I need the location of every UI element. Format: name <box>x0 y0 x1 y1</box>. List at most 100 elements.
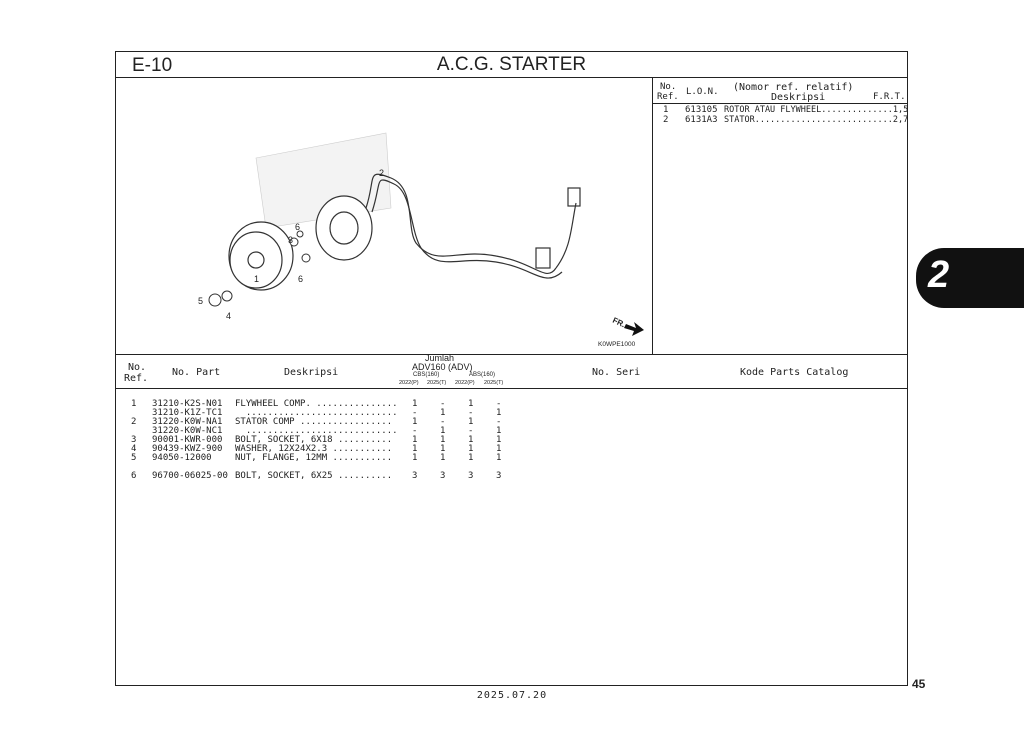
fasteners <box>208 230 311 307</box>
divider <box>652 77 653 354</box>
callout-6: 6 <box>295 222 300 232</box>
lon: 613105 <box>685 105 718 115</box>
ref-row: 1 613105 ROTOR ATAU FLYWHEEL............… <box>653 105 909 115</box>
wire-harness <box>365 173 581 279</box>
callout-2: 2 <box>379 168 384 178</box>
description: NUT, FLANGE, 12MM ........... <box>235 453 393 463</box>
col-frt: F.R.T. <box>873 92 906 102</box>
part-no: 31220-K0W-NA1 <box>152 417 223 427</box>
part-no: 31210-K2S-N01 <box>152 399 223 409</box>
quantity: 3 <box>496 471 502 481</box>
quantity: 1 <box>496 444 502 454</box>
col-ref: Ref. <box>657 92 679 102</box>
quantity: 1 <box>440 426 446 436</box>
quantity: - <box>468 408 474 418</box>
flywheel <box>228 221 294 291</box>
page-frame: E-10 A.C.G. STARTER No. Ref. L.O.N. (Nom… <box>115 51 908 686</box>
quantity: 1 <box>440 435 446 445</box>
quantity: - <box>496 417 502 427</box>
year: 2025(T) <box>427 380 447 386</box>
quantity: - <box>440 399 446 409</box>
col-desc: Deskripsi <box>284 367 339 378</box>
desc: ROTOR ATAU FLYWHEEL..............1,5 <box>724 105 909 115</box>
ref-no: 4 <box>131 444 137 454</box>
quantity: 1 <box>496 426 502 436</box>
quantity: 1 <box>412 435 418 445</box>
quantity: 1 <box>468 399 474 409</box>
ref-no: 6 <box>131 471 137 481</box>
ref-row: 2 6131A3 STATOR.........................… <box>653 115 909 125</box>
divider <box>653 103 907 104</box>
drawing-code: K0WPE1000 <box>598 341 636 348</box>
quantity: 1 <box>468 417 474 427</box>
callout-3: 3 <box>288 235 293 245</box>
ref-no: 5 <box>131 453 137 463</box>
col-ref: Ref. <box>124 373 149 384</box>
description: STATOR COMP ................. <box>235 417 393 427</box>
section-code: E-10 <box>132 55 173 76</box>
quantity: - <box>440 417 446 427</box>
col-catalog: Kode Parts Catalog <box>740 367 849 378</box>
quantity: 1 <box>496 435 502 445</box>
quantity: 1 <box>440 453 446 463</box>
page-number: 45 <box>912 677 926 691</box>
table-row: 6 96700-06025-00 BOLT, SOCKET, 6X25 ......… <box>116 471 516 481</box>
front-arrow-icon <box>624 322 644 336</box>
col-note: (Nomor ref. relatif) <box>733 82 854 93</box>
part-no: 31220-K0W-NC1 <box>152 426 223 436</box>
section-tab: 2 <box>916 248 1024 308</box>
col-lon: L.O.N. <box>686 87 719 97</box>
col-model: ADV160 (ADV) <box>412 362 473 372</box>
col-desc: Deskripsi <box>771 92 826 103</box>
quantity: 1 <box>412 399 418 409</box>
desc: STATOR...........................2,7 <box>724 115 909 125</box>
description: BOLT, SOCKET, 6X18 .......... <box>235 435 393 445</box>
stator <box>315 195 373 261</box>
table-row: 4 90439-KWZ-900 WASHER, 12X24X2.3 ........… <box>116 444 516 454</box>
quantity: 1 <box>468 444 474 454</box>
divider <box>116 354 907 355</box>
ref-panel: No. Ref. L.O.N. (Nomor ref. relatif) Des… <box>653 78 909 354</box>
callout-4: 4 <box>226 311 231 321</box>
part-no: 90439-KWZ-900 <box>152 444 223 454</box>
quantity: 1 <box>412 444 418 454</box>
table-row: 5 94050-12000 NUT, FLANGE, 12MM ..........… <box>116 453 516 463</box>
part-no: 96700-06025-00 <box>152 471 228 481</box>
ref-no: 2 <box>663 115 669 125</box>
quantity: - <box>412 408 418 418</box>
quantity: 1 <box>496 408 502 418</box>
description: ............................ <box>235 426 398 436</box>
part-no: 94050-12000 <box>152 453 212 463</box>
description: BOLT, SOCKET, 6X25 .......... <box>235 471 393 481</box>
variant-cbs: CBS(160) <box>413 372 440 378</box>
page-title: A.C.G. STARTER <box>436 54 587 75</box>
ref-no: 3 <box>131 435 137 445</box>
quantity: - <box>412 426 418 436</box>
quantity: 1 <box>440 444 446 454</box>
quantity: 1 <box>412 417 418 427</box>
year: 2022(P) <box>399 380 419 386</box>
col-serial: No. Seri <box>592 367 641 378</box>
quantity: 1 <box>468 435 474 445</box>
divider <box>116 77 907 78</box>
callout-1: 1 <box>254 274 259 284</box>
exploded-diagram: 1 2 3 4 5 6 6 FR. K0WPE1000 <box>198 132 644 348</box>
year: 2022(P) <box>455 380 475 386</box>
col-qty: Jumlah <box>425 353 455 363</box>
quantity: 3 <box>412 471 418 481</box>
table-row: 31210-K1Z-TC1 ..........................… <box>116 408 516 418</box>
col-no: No. <box>660 82 677 92</box>
quantity: 1 <box>440 408 446 418</box>
quantity: 1 <box>412 453 418 463</box>
callout-6: 6 <box>298 274 303 284</box>
description: ............................ <box>235 408 398 418</box>
table-row: 31220-K0W-NC1 ..........................… <box>116 426 516 436</box>
description: WASHER, 12X24X2.3 ........... <box>235 444 393 454</box>
variant-abs: ABS(160) <box>469 372 496 378</box>
col-part: No. Part <box>172 367 221 378</box>
lon: 6131A3 <box>685 115 718 125</box>
